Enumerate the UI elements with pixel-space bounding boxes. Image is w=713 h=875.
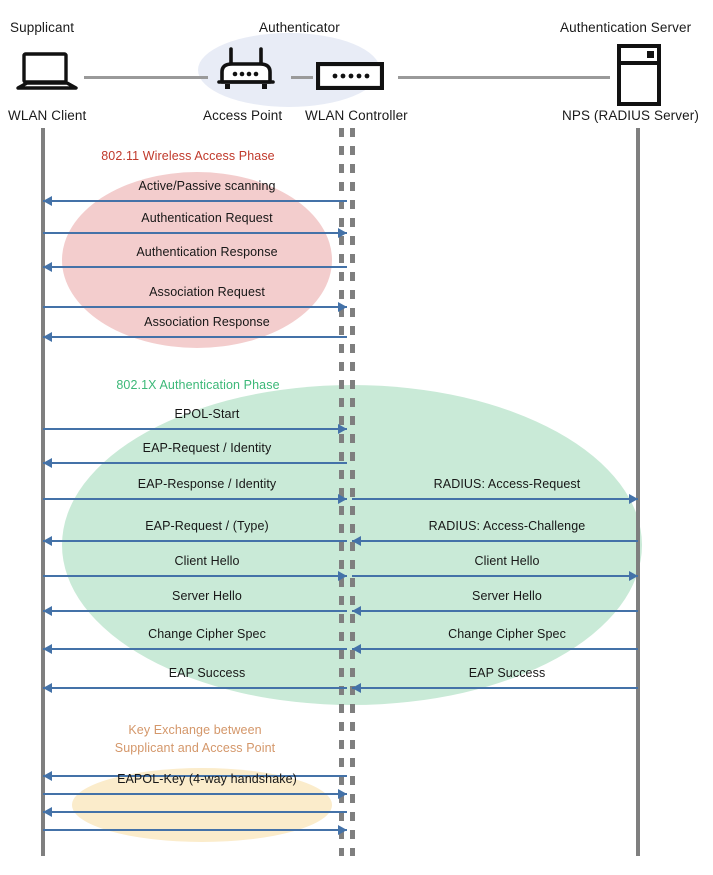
actor-role-supplicant: Supplicant <box>10 20 75 35</box>
message-label: Active/Passive scanning <box>138 179 276 193</box>
arrowhead-right-icon <box>338 302 347 312</box>
message-label: Server Hello <box>172 589 242 603</box>
message-line <box>352 540 638 542</box>
message-label: EAPOL-Key (4-way handshake) <box>117 772 297 786</box>
phase-label-80211: 802.11 Wireless Access Phase <box>101 149 275 163</box>
message-line <box>43 775 347 777</box>
message-line <box>43 306 347 308</box>
message-label: EAP-Response / Identity <box>137 477 277 491</box>
message-label: Server Hello <box>472 589 542 603</box>
message-line <box>352 648 638 650</box>
message-line <box>43 575 347 577</box>
message-line <box>43 687 347 689</box>
lifeline-access-point <box>339 128 344 856</box>
message-label: RADIUS: Access-Challenge <box>428 519 586 533</box>
arrowhead-left-icon <box>43 458 52 468</box>
arrowhead-left-icon <box>352 606 361 616</box>
message-label: EAP-Request / (Type) <box>145 519 269 533</box>
message-line <box>352 498 638 500</box>
message-label: Association Response <box>144 315 270 329</box>
arrowhead-left-icon <box>43 536 52 546</box>
message-line <box>43 610 347 612</box>
lifeline-wlan-controller <box>350 128 355 856</box>
message-line <box>43 266 347 268</box>
actor-device-nps-radius-server: NPS (RADIUS Server) <box>562 108 699 123</box>
arrowhead-right-icon <box>338 571 347 581</box>
message-line <box>43 498 347 500</box>
message-label: RADIUS: Access-Request <box>433 477 581 491</box>
arrowhead-left-icon <box>43 196 52 206</box>
arrowhead-left-icon <box>43 262 52 272</box>
message-line <box>43 648 347 650</box>
message-label: Association Request <box>149 285 265 299</box>
message-line <box>43 336 347 338</box>
phase-label-key-exchange: Key Exchange between Supplicant and Acce… <box>114 723 276 755</box>
arrowhead-right-icon <box>629 494 638 504</box>
arrowhead-left-icon <box>43 644 52 654</box>
lifeline-supplicant <box>41 128 45 856</box>
arrowhead-left-icon <box>43 606 52 616</box>
arrowhead-left-icon <box>352 683 361 693</box>
wlan-controller-icon <box>315 61 385 95</box>
server-icon <box>617 44 661 111</box>
message-line <box>352 687 638 689</box>
message-line <box>43 793 347 795</box>
message-label: Change Cipher Spec <box>448 627 566 641</box>
message-line <box>43 462 347 464</box>
actor-device-wlan-controller: WLAN Controller <box>305 108 408 123</box>
arrowhead-right-icon <box>338 228 347 238</box>
message-line <box>43 428 347 430</box>
message-line <box>43 829 347 831</box>
laptop-icon <box>14 52 80 99</box>
arrowhead-left-icon <box>43 771 52 781</box>
wire-client-to-ap <box>84 76 208 79</box>
arrowhead-left-icon <box>43 683 52 693</box>
message-label: EAP Success <box>468 666 546 680</box>
message-label: Authentication Request <box>141 211 273 225</box>
message-label: EAP-Request / Identity <box>142 441 272 455</box>
arrowhead-right-icon <box>338 825 347 835</box>
message-label: Client Hello <box>474 554 540 568</box>
arrowhead-right-icon <box>338 424 347 434</box>
message-label: Client Hello <box>174 554 240 568</box>
message-line <box>43 232 347 234</box>
arrowhead-right-icon <box>629 571 638 581</box>
actor-device-access-point: Access Point <box>203 108 283 123</box>
message-label: EPOL-Start <box>174 407 240 421</box>
arrowhead-left-icon <box>352 644 361 654</box>
message-label: EAP Success <box>168 666 246 680</box>
actor-role-authentication-server: Authentication Server <box>560 20 692 35</box>
message-label: Change Cipher Spec <box>148 627 266 641</box>
actor-role-authenticator: Authenticator <box>259 20 340 35</box>
message-line <box>352 575 638 577</box>
message-line <box>43 540 347 542</box>
arrowhead-right-icon <box>338 789 347 799</box>
lifeline-auth-server <box>636 128 640 856</box>
wire-ap-to-controller <box>291 76 313 79</box>
arrowhead-left-icon <box>43 807 52 817</box>
wire-controller-to-server <box>398 76 610 79</box>
message-label: Authentication Response <box>136 245 278 259</box>
arrowhead-left-icon <box>352 536 361 546</box>
arrowhead-right-icon <box>338 494 347 504</box>
access-point-icon <box>215 46 277 97</box>
phase-label-8021x: 802.1X Authentication Phase <box>116 378 280 392</box>
message-line <box>352 610 638 612</box>
message-line <box>43 811 347 813</box>
actor-device-wlan-client: WLAN Client <box>8 108 87 123</box>
message-line <box>43 200 347 202</box>
arrowhead-left-icon <box>43 332 52 342</box>
